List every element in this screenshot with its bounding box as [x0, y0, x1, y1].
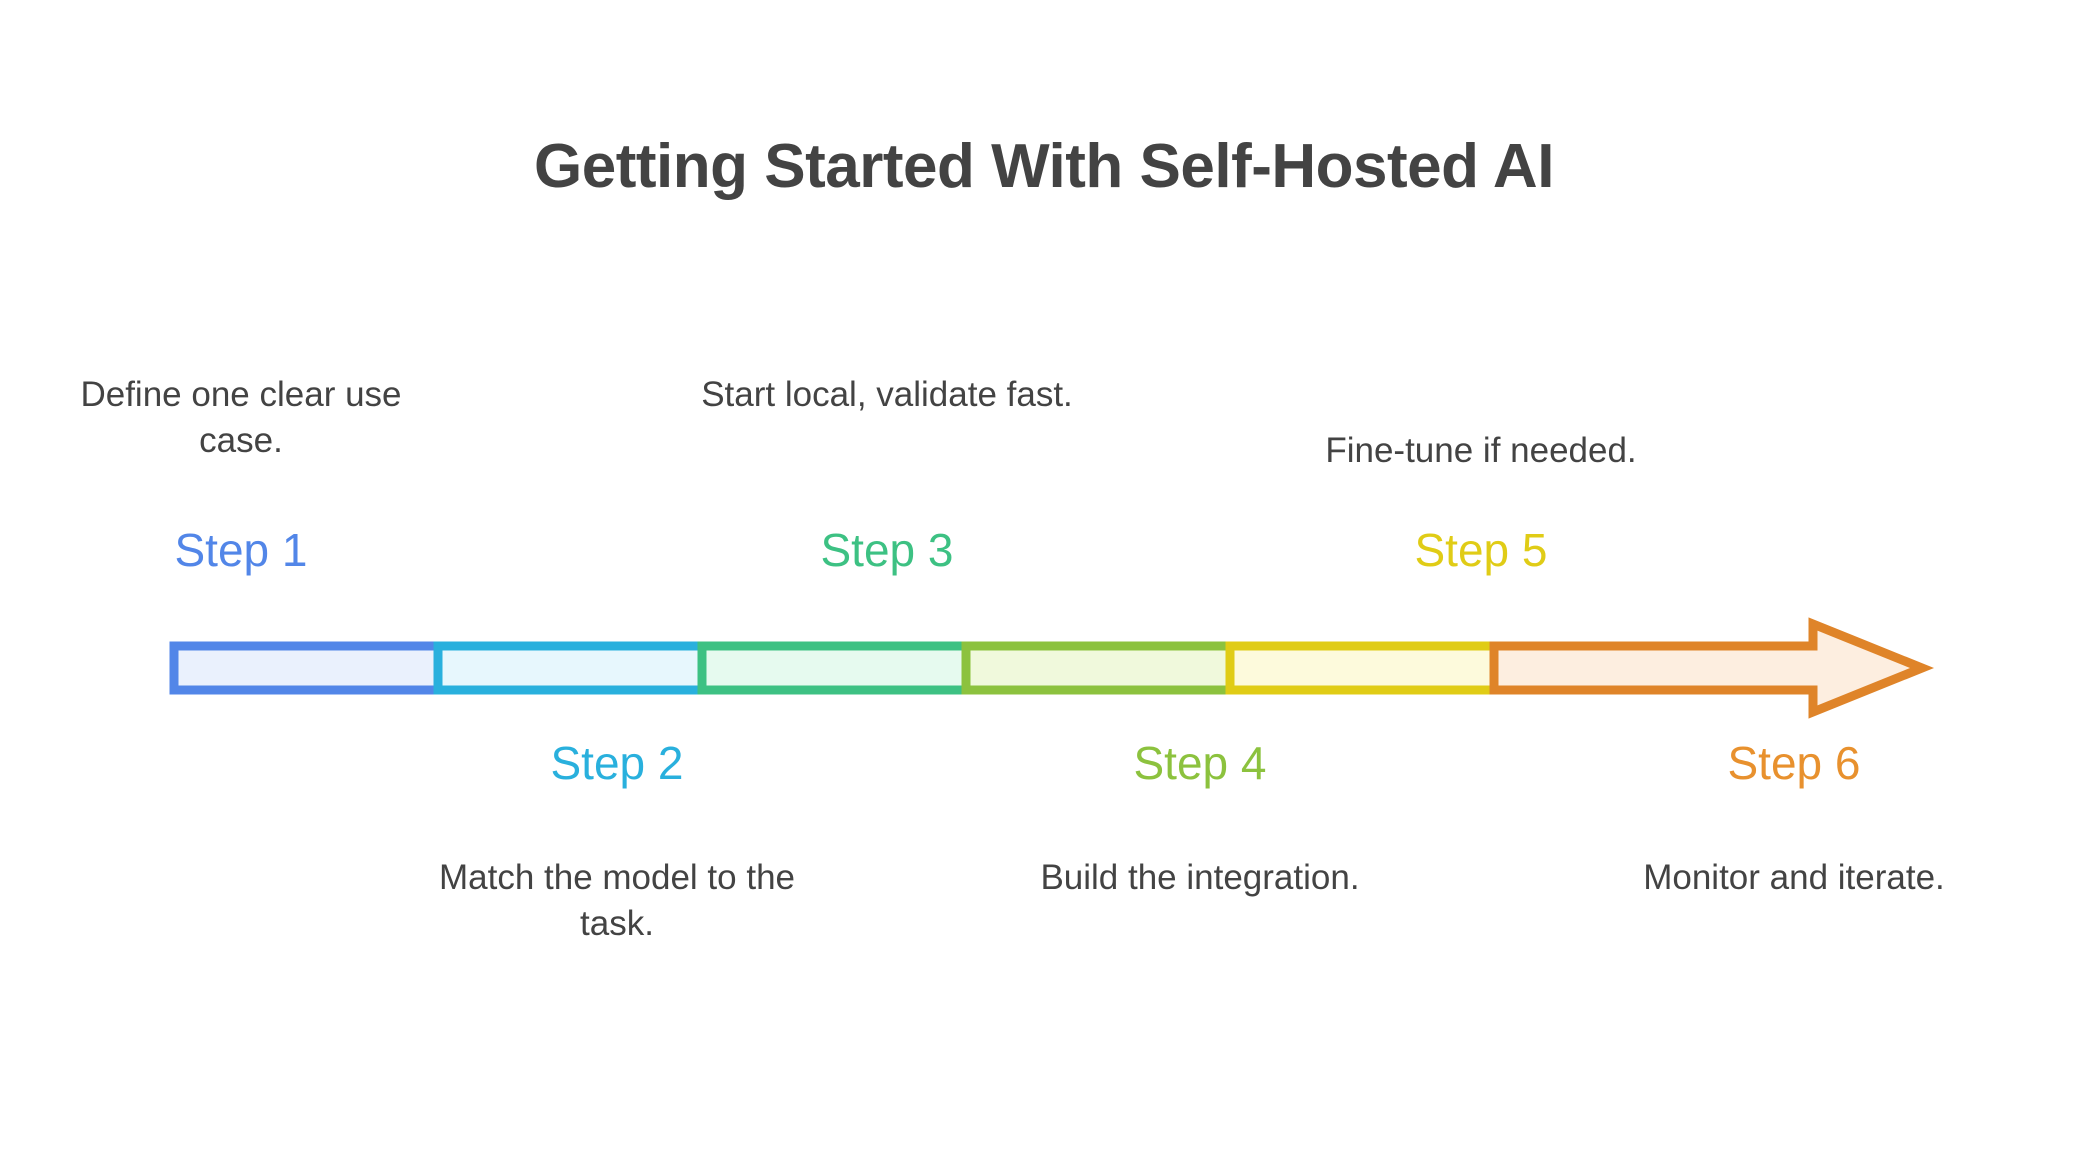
arrow-segment-3[interactable]: [697, 641, 971, 695]
arrow-segment-2[interactable]: [433, 641, 707, 695]
page-title: Getting Started With Self-Hosted AI: [534, 132, 1554, 201]
step-2-description: Match the model to the task.: [438, 858, 796, 944]
step-4-description: Build the integration.: [1040, 858, 1360, 897]
arrow-segment-5[interactable]: [1225, 641, 1499, 695]
process-arrow-bar: [169, 617, 1935, 719]
step-5-label[interactable]: Step 5: [1414, 524, 1548, 576]
step-3-label[interactable]: Step 3: [820, 524, 954, 576]
step-6-description: Monitor and iterate.: [1643, 858, 1945, 897]
step-2-label[interactable]: Step 2: [550, 737, 684, 789]
step-6-label[interactable]: Step 6: [1727, 737, 1861, 789]
step-1-label[interactable]: Step 1: [174, 524, 308, 576]
arrow-segment-6[interactable]: [1489, 617, 1935, 719]
step-3-description: Start local, validate fast.: [701, 375, 1073, 414]
arrow-segment-1[interactable]: [169, 641, 443, 695]
arrow-segment-4[interactable]: [961, 641, 1235, 695]
step-1-description: Define one clear use case.: [80, 375, 402, 461]
step-4-label[interactable]: Step 4: [1133, 737, 1267, 789]
step-5-description: Fine-tune if needed.: [1325, 431, 1637, 470]
